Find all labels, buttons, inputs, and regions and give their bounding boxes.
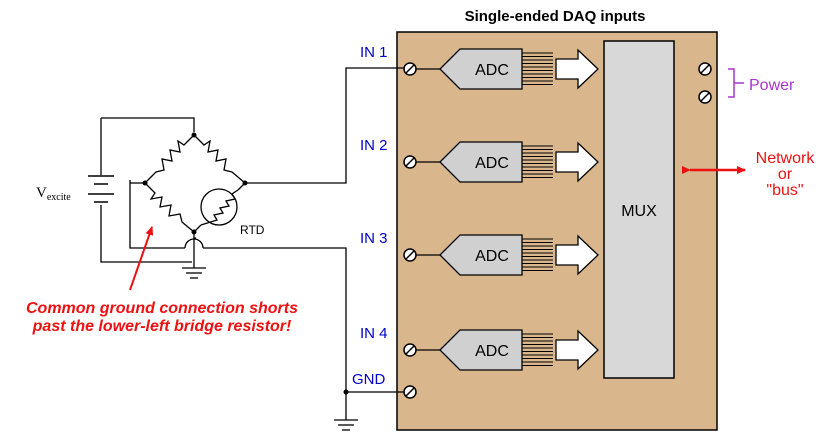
adc-block-3 bbox=[439, 234, 523, 276]
warning-text-line2: past the lower-left bridge resistor! bbox=[32, 318, 292, 335]
adc-channel-4: IN 4 ADC bbox=[360, 325, 599, 371]
adc-channels: IN 1 ADC IN 2 ADC IN 3 ADC IN 4 ADC bbox=[360, 44, 599, 371]
adc-label-3: ADC bbox=[475, 248, 509, 265]
vexcite-label: Vexcite bbox=[36, 185, 71, 203]
input-label-4: IN 4 bbox=[360, 325, 388, 342]
wheatstone-bridge bbox=[144, 134, 246, 233]
excitation-battery bbox=[88, 175, 114, 203]
rtd-element bbox=[200, 188, 238, 226]
daq-ground-symbol bbox=[334, 392, 358, 431]
bridge-resistor-upper-right bbox=[193, 134, 246, 184]
power-bracket bbox=[728, 68, 744, 98]
network-label-line3: "bus" bbox=[766, 182, 803, 199]
data-arrow-3 bbox=[555, 234, 599, 276]
warning-text-line1: Common ground connection shorts bbox=[26, 300, 298, 317]
adc-block-1 bbox=[439, 48, 523, 90]
bridge-resistor-upper-left bbox=[144, 134, 195, 184]
adc-channel-1: IN 1 ADC bbox=[360, 44, 599, 90]
bridge-ground-symbol bbox=[182, 262, 206, 279]
data-arrow-1 bbox=[555, 48, 599, 90]
adc-channel-2: IN 2 ADC bbox=[360, 137, 599, 183]
adc-label-2: ADC bbox=[475, 155, 509, 172]
mux-label: MUX bbox=[621, 203, 657, 220]
network-label-line1: Network bbox=[756, 150, 816, 167]
diagram-title: Single-ended DAQ inputs bbox=[465, 8, 646, 25]
adc-channel-3: IN 3 ADC bbox=[360, 230, 599, 276]
adc-label-1: ADC bbox=[475, 62, 509, 79]
warning-arrow bbox=[129, 226, 154, 291]
data-arrow-2 bbox=[555, 141, 599, 183]
rtd-label: RTD bbox=[240, 223, 265, 237]
mux-block bbox=[603, 40, 675, 379]
adc-label-4: ADC bbox=[475, 343, 509, 360]
gnd-label: GND bbox=[352, 371, 386, 388]
input-label-1: IN 1 bbox=[360, 44, 388, 61]
power-label: Power bbox=[749, 77, 795, 94]
bridge-resistor-lower-left bbox=[144, 182, 195, 233]
adc-block-4 bbox=[439, 329, 523, 371]
power-terminals bbox=[698, 62, 712, 104]
input-label-3: IN 3 bbox=[360, 230, 388, 247]
external-wiring bbox=[100, 67, 404, 393]
adc-block-2 bbox=[439, 141, 523, 183]
network-label-line2: or bbox=[778, 166, 793, 183]
data-arrow-4 bbox=[555, 329, 599, 371]
input-label-2: IN 2 bbox=[360, 137, 388, 154]
